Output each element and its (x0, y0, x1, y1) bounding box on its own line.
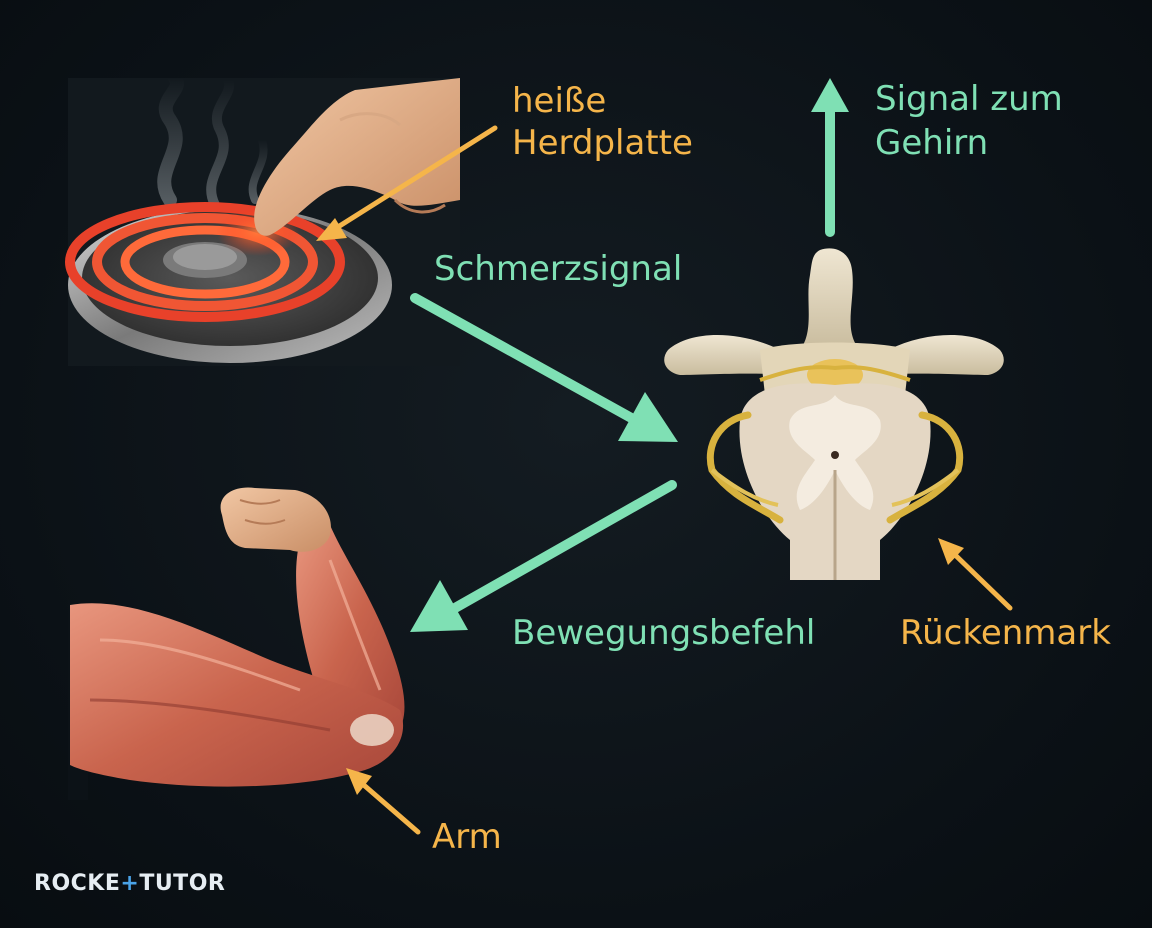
signal-to-brain-label-line2: Gehirn (875, 123, 989, 163)
spinal-cord-pointer-arrow (938, 538, 1013, 611)
motor-command-arrow (410, 480, 677, 632)
spinal-cord-label: Rückenmark (900, 613, 1111, 653)
pain-signal-arrow (410, 293, 678, 442)
signal-to-brain-label-line1: Signal zum (875, 79, 1063, 119)
hot-plate-image (65, 71, 460, 366)
flexed-arm-image (68, 487, 405, 800)
finger-icon (254, 78, 460, 236)
signal-to-brain-arrow (811, 78, 849, 237)
arm-pointer-arrow (346, 768, 421, 835)
rocketutor-logo: ROCKE+TUTOR (34, 871, 225, 896)
hot-plate-pointer-arrow (316, 125, 498, 241)
arm-label: Arm (432, 817, 502, 857)
motor-command-label: Bewegungsbefehl (512, 613, 816, 653)
spinal-cord-image (664, 248, 1004, 580)
pain-signal-label: Schmerzsignal (434, 249, 683, 289)
logo-plus: + (120, 871, 140, 896)
logo-part1: ROCKE (34, 871, 121, 896)
hot-plate-label-line1: heiße (512, 81, 607, 121)
logo-part3: TUTOR (139, 871, 226, 896)
hot-plate-label-line2: Herdplatte (512, 123, 693, 163)
